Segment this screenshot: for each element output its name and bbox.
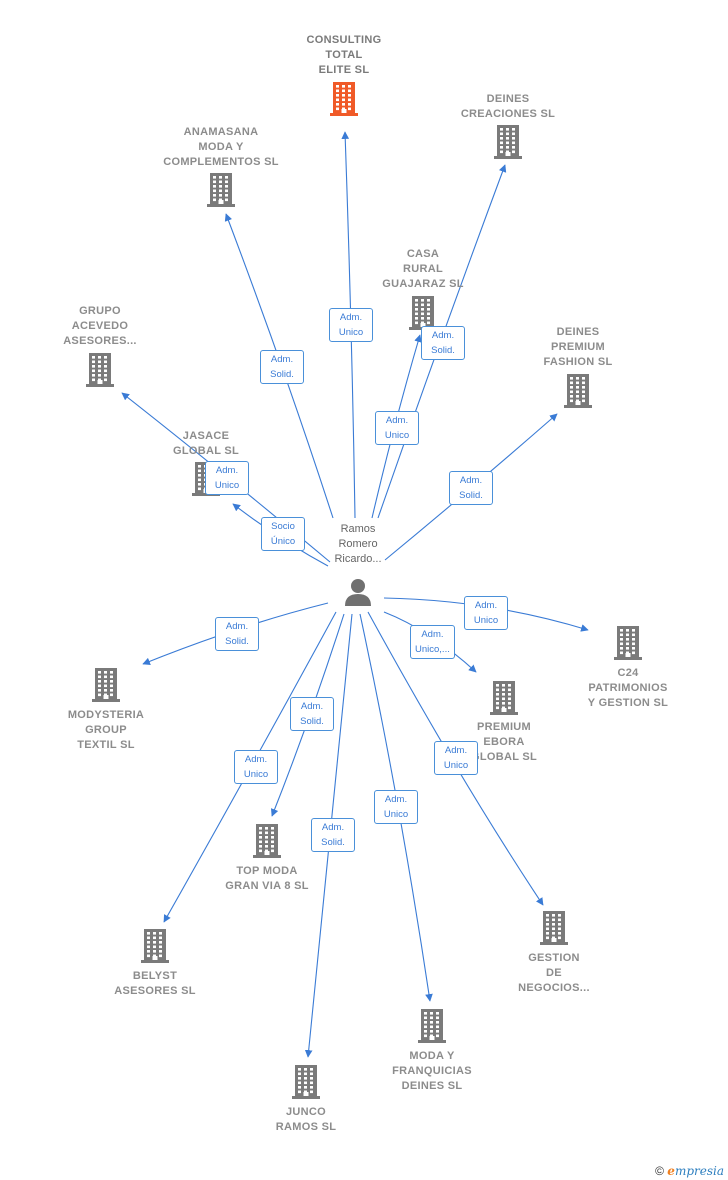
role-badge-belyst[interactable]: Adm. Unico [234, 750, 278, 784]
company-node-junco-ramos[interactable]: JUNCO RAMOS SL [226, 1065, 386, 1135]
company-label[interactable]: GESTION DE NEGOCIOS... [518, 952, 590, 994]
company-node-moda-franquicias[interactable]: MODA Y FRANQUICIAS DEINES SL [352, 1009, 512, 1094]
company-label[interactable]: PREMIUM EBORA GLOBAL SL [470, 721, 538, 763]
company-node-top-moda[interactable]: TOP MODA GRAN VIA 8 SL [187, 824, 347, 894]
building-icon[interactable] [90, 668, 122, 702]
role-badge-top-moda[interactable]: Adm. Solid. [290, 697, 334, 731]
company-label[interactable]: GRUPO ACEVEDO ASESORES... [63, 305, 137, 347]
company-label[interactable]: MODYSTERIA GROUP TEXTIL SL [67, 709, 145, 751]
role-badge-junco-ramos[interactable]: Adm. Solid. [311, 818, 355, 852]
company-label[interactable]: JASACE GLOBAL SL [172, 430, 240, 457]
company-node-belyst[interactable]: BELYST ASESORES SL [75, 929, 235, 999]
building-icon[interactable] [538, 911, 570, 945]
company-node-deines-creaciones[interactable]: DEINES CREACIONES SL [428, 92, 588, 159]
person-node[interactable]: Ramos Romero Ricardo... [298, 522, 418, 607]
role-badge-jasace[interactable]: Socio Único [261, 517, 305, 551]
role-badge-grupo-acevedo[interactable]: Adm. Unico [205, 461, 249, 495]
building-icon[interactable] [492, 125, 524, 159]
company-label[interactable]: CONSULTING TOTAL ELITE SL [306, 34, 382, 76]
building-icon[interactable] [416, 1009, 448, 1043]
company-node-gestion-negocios[interactable]: GESTION DE NEGOCIOS... [474, 911, 634, 996]
company-label[interactable]: BELYST ASESORES SL [114, 970, 196, 997]
building-icon[interactable] [84, 353, 116, 387]
role-badge-modysteria[interactable]: Adm. Solid. [215, 617, 259, 651]
building-icon[interactable] [251, 824, 283, 858]
company-node-anamasana[interactable]: ANAMASANA MODA Y COMPLEMENTOS SL [141, 125, 301, 207]
company-node-consulting-total-elite[interactable]: CONSULTING TOTAL ELITE SL [264, 33, 424, 116]
building-icon[interactable] [488, 681, 520, 715]
company-label[interactable]: JUNCO RAMOS SL [275, 1106, 337, 1133]
company-label[interactable]: TOP MODA GRAN VIA 8 SL [225, 865, 309, 892]
building-icon[interactable] [612, 626, 644, 660]
building-icon[interactable] [407, 296, 439, 330]
role-badge-premium-ebora[interactable]: Adm. Unico,... [410, 625, 455, 659]
company-label[interactable]: C24 PATRIMONIOS Y GESTION SL [587, 667, 669, 709]
footer-credit: © empresia [655, 1164, 724, 1178]
company-label[interactable]: MODA Y FRANQUICIAS DEINES SL [392, 1050, 472, 1092]
company-label[interactable]: ANAMASANA MODA Y COMPLEMENTOS SL [163, 126, 279, 168]
copyright-symbol: © [655, 1164, 664, 1178]
company-node-premium-ebora[interactable]: PREMIUM EBORA GLOBAL SL [424, 681, 584, 765]
building-icon[interactable] [205, 173, 237, 207]
role-badge-anamasana[interactable]: Adm. Solid. [260, 350, 304, 384]
person-label[interactable]: Ramos Romero Ricardo... [334, 523, 382, 565]
person-icon[interactable] [343, 577, 373, 607]
role-badge-deines-creaciones[interactable]: Adm. Unico [375, 411, 419, 445]
company-label[interactable]: DEINES CREACIONES SL [460, 93, 556, 120]
company-node-modysteria[interactable]: MODYSTERIA GROUP TEXTIL SL [26, 668, 186, 753]
building-icon[interactable] [139, 929, 171, 963]
company-node-c24[interactable]: C24 PATRIMONIOS Y GESTION SL [548, 626, 708, 711]
role-badge-gestion-negocios[interactable]: Adm. Unico [434, 741, 478, 775]
company-label[interactable]: CASA RURAL GUAJARAZ SL [382, 248, 464, 290]
role-badge-c24[interactable]: Adm. Unico [464, 596, 508, 630]
building-icon[interactable] [562, 374, 594, 408]
building-icon[interactable] [328, 82, 360, 116]
company-label[interactable]: DEINES PREMIUM FASHION SL [543, 326, 613, 368]
empresia-logo[interactable]: empresia [667, 1164, 724, 1178]
role-badge-consulting-total-elite[interactable]: Adm. Unico [329, 308, 373, 342]
role-badge-casa-rural-guajaraz[interactable]: Adm. Solid. [421, 326, 465, 360]
company-node-deines-premium[interactable]: DEINES PREMIUM FASHION SL [498, 325, 658, 408]
company-node-grupo-acevedo[interactable]: GRUPO ACEVEDO ASESORES... [20, 304, 180, 387]
role-badge-deines-premium[interactable]: Adm. Solid. [449, 471, 493, 505]
role-badge-moda-franquicias[interactable]: Adm. Unico [374, 790, 418, 824]
building-icon[interactable] [290, 1065, 322, 1099]
